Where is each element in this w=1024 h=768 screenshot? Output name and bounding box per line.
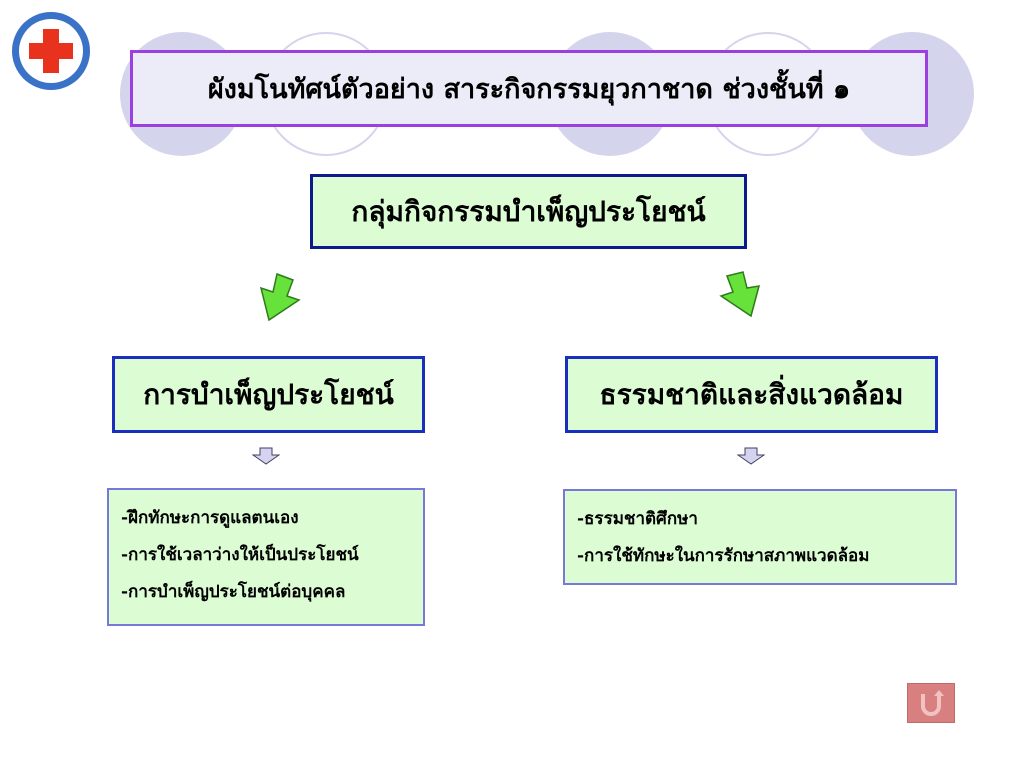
- list-item: -ธรรมชาติศึกษา: [577, 509, 698, 529]
- return-icon: [921, 690, 944, 716]
- small-down-arrow-icon: [252, 447, 280, 465]
- page-title: ผังมโนทัศน์ตัวอย่าง สาระกิจกรรมยุวกาชาด …: [130, 50, 928, 127]
- list-item: -ฝึกทักษะการดูแลตนเอง: [121, 508, 299, 528]
- branch-list-left: -ฝึกทักษะการดูแลตนเอง -การใช้เวลาว่างให้…: [107, 488, 425, 626]
- branch-list-right: -ธรรมชาติศึกษา -การใช้ทักษะในการรักษาสภา…: [563, 489, 957, 585]
- list-item: -การใช้ทักษะในการรักษาสภาพแวดล้อม: [577, 546, 870, 566]
- list-item: -การบำเพ็ญประโยชน์ต่อบุคคล: [121, 582, 346, 602]
- red-cross-icon: [12, 12, 90, 90]
- branch-box-right: ธรรมชาติและสิ่งแวดล้อม: [565, 356, 938, 433]
- main-group-box: กลุ่มกิจกรรมบำเพ็ญประโยชน์: [310, 174, 747, 249]
- branch-box-left: การบำเพ็ญประโยชน์: [112, 356, 425, 433]
- list-item: -การใช้เวลาว่างให้เป็นประโยชน์: [121, 545, 359, 565]
- logo-inner: [19, 19, 83, 83]
- return-button[interactable]: [907, 683, 955, 723]
- green-arrow-icon: [719, 271, 761, 318]
- small-down-arrow-icon: [737, 447, 765, 465]
- green-arrow-icon: [259, 272, 301, 322]
- red-cross-shape: [29, 29, 73, 73]
